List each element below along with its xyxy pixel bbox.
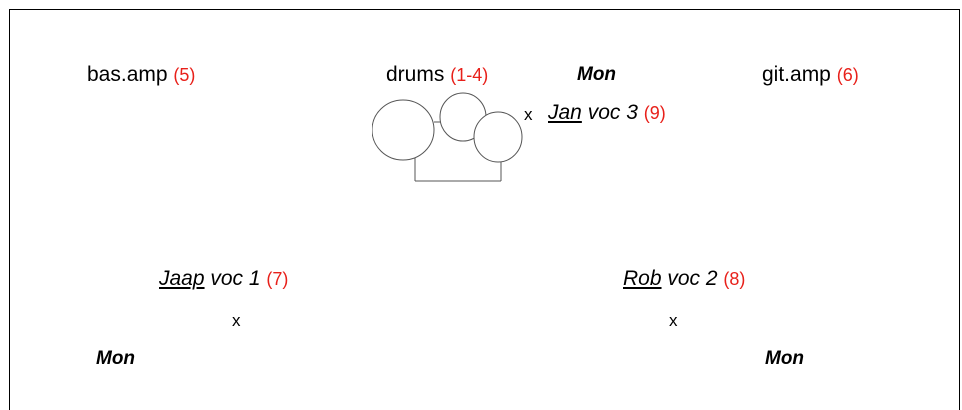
floor-tom bbox=[372, 99, 435, 161]
monitor-left: Mon bbox=[96, 348, 136, 369]
vocal-2-part: voc 2 bbox=[661, 267, 718, 290]
vocal-1-name: Jaap bbox=[159, 267, 205, 290]
guitar-amp-channel: (6) bbox=[836, 65, 859, 85]
vocal-1-channel: (7) bbox=[266, 269, 289, 289]
bass-amp-name: bas.amp bbox=[87, 63, 168, 86]
drums-label: drums (1-4) bbox=[386, 64, 488, 85]
vocal-2-channel: (8) bbox=[723, 269, 746, 289]
vocal-2-marker: x bbox=[669, 311, 678, 330]
vocal-1-label: Jaap voc 1 (7) bbox=[159, 268, 288, 289]
vocal-3-channel: (9) bbox=[643, 103, 666, 123]
vocal-1-marker: x bbox=[232, 311, 241, 330]
vocal-1-part: voc 1 bbox=[204, 267, 261, 290]
vocal-3-marker: x bbox=[524, 105, 533, 124]
drum-kit-icon bbox=[372, 92, 523, 182]
rack-tom-2 bbox=[473, 111, 523, 163]
vocal-2-label: Rob voc 2 (8) bbox=[623, 268, 745, 289]
vocal-3-part: voc 3 bbox=[581, 101, 638, 124]
vocal-3-label: Jan voc 3 (9) bbox=[548, 102, 666, 123]
stage-plot: bas.amp (5) drums (1-4) Mon git.amp (6) … bbox=[9, 9, 960, 410]
bass-amp-label: bas.amp (5) bbox=[87, 64, 195, 85]
drums-channel: (1-4) bbox=[450, 65, 489, 85]
vocal-3-name: Jan bbox=[548, 101, 582, 124]
guitar-amp-name: git.amp bbox=[762, 63, 831, 86]
vocal-2-name: Rob bbox=[623, 267, 662, 290]
monitor-top: Mon bbox=[577, 64, 617, 85]
guitar-amp-label: git.amp (6) bbox=[762, 64, 859, 85]
monitor-right: Mon bbox=[765, 348, 805, 369]
bass-amp-channel: (5) bbox=[173, 65, 196, 85]
drums-name: drums bbox=[386, 63, 445, 86]
